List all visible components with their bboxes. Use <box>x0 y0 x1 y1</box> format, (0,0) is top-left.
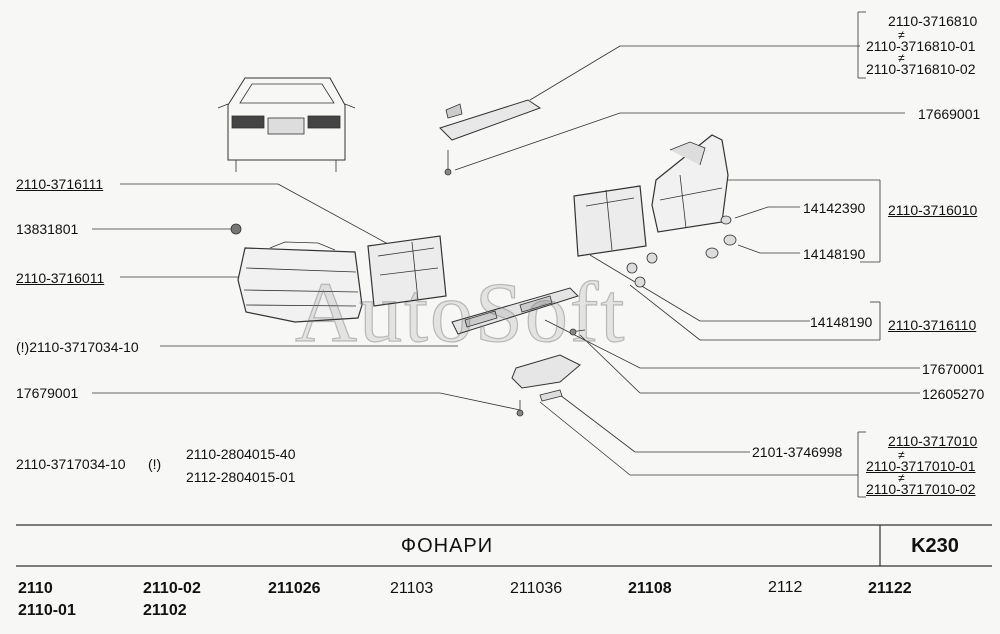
label-2110-3716810-02[interactable]: 2110-3716810-02 <box>866 61 976 77</box>
label-2110-3716810-01[interactable]: 2110-3716810-01 <box>866 38 976 54</box>
not-equal-mark: ≠ <box>898 448 905 462</box>
model-21102: 21102 <box>143 602 187 619</box>
model-211036: 211036 <box>510 580 563 597</box>
label-2110-3717034-10-excl[interactable]: (!)2110-3717034-10 <box>16 339 139 355</box>
label-17670001[interactable]: 17670001 <box>922 361 985 377</box>
label-2110-3716110[interactable]: 2110-3716110 <box>888 317 977 333</box>
model-2110-01: 2110-01 <box>18 602 76 619</box>
label-14142390[interactable]: 14142390 <box>803 200 866 216</box>
model-21122: 21122 <box>868 580 912 597</box>
not-equal-mark: ≠ <box>898 28 905 42</box>
label-17669001[interactable]: 17669001 <box>918 106 981 122</box>
label-17679001[interactable]: 17679001 <box>16 385 79 401</box>
page-code: K230 <box>911 534 959 557</box>
label-2110-3716810[interactable]: 2110-3716810 <box>888 13 978 29</box>
model-2110: 2110 <box>18 580 53 597</box>
label-12605270[interactable]: 12605270 <box>922 386 985 402</box>
model-211026: 211026 <box>268 580 321 597</box>
page-title: ФОНАРИ <box>400 534 494 557</box>
note-alt-2: 2112-2804015-01 <box>186 469 296 485</box>
label-14148190-a[interactable]: 14148190 <box>803 246 866 262</box>
note-part: 2110-3717034-10 <box>16 456 126 472</box>
model-21108: 21108 <box>628 580 672 597</box>
not-equal-mark: ≠ <box>898 51 905 65</box>
note-alt-1: 2110-2804015-40 <box>186 446 296 462</box>
label-2101-3746998[interactable]: 2101-3746998 <box>752 444 843 460</box>
label-14148190-b[interactable]: 14148190 <box>810 314 873 330</box>
label-2110-3716010[interactable]: 2110-3716010 <box>888 202 978 218</box>
note-mark: (!) <box>148 456 162 472</box>
model-2112: 2112 <box>768 579 803 596</box>
label-2110-3717010-02[interactable]: 2110-3717010-02 <box>866 481 976 497</box>
label-2110-3716111[interactable]: 2110-3716111 <box>16 176 104 192</box>
label-2110-3716011[interactable]: 2110-3716011 <box>16 270 105 286</box>
model-2110-02: 2110-02 <box>143 580 201 597</box>
label-13831801[interactable]: 13831801 <box>16 221 79 237</box>
label-2110-3717010[interactable]: 2110-3717010 <box>888 433 978 449</box>
label-2110-3717010-01[interactable]: 2110-3717010-01 <box>866 458 976 474</box>
model-21103: 21103 <box>390 580 434 597</box>
not-equal-mark: ≠ <box>898 471 905 485</box>
